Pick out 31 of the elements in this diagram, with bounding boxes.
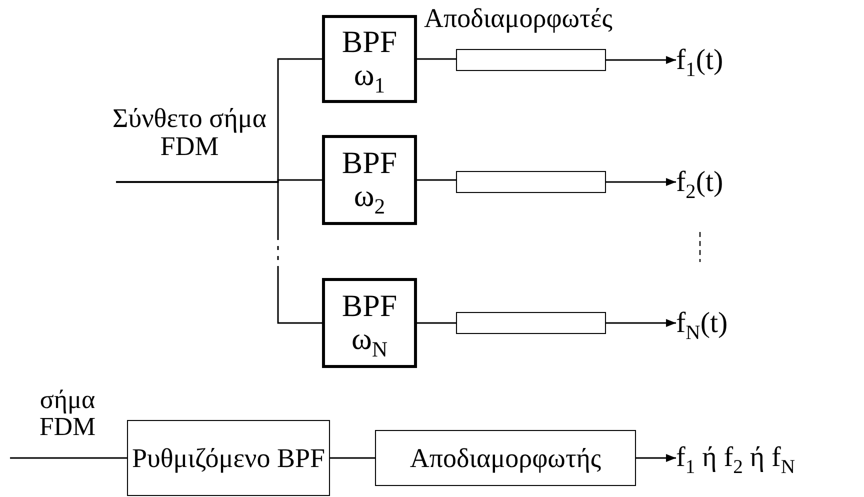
filter-label: ω$_{N}$ (351, 323, 388, 356)
demodulator-block (456, 171, 606, 193)
group-label: Αποδιαμορφωτές (424, 3, 612, 34)
connector-line (330, 457, 375, 459)
filter-label: BPF (342, 290, 398, 323)
connector-line (636, 454, 676, 462)
connector-line (606, 56, 676, 64)
filter-label: ω$_{2}$ (354, 180, 386, 213)
connector-line (606, 319, 676, 327)
input-signal-label: Σύνθετο σήμα FDM (112, 104, 267, 182)
output-signal-label: f$_{1}$(t) (676, 40, 746, 80)
input-signal-label: σήμα FDM (10, 386, 125, 458)
demodulator-block (456, 312, 606, 334)
connector-line (417, 179, 456, 181)
connector-line (417, 58, 456, 60)
filter-label: BPF (342, 147, 398, 180)
filter-label: BPF (342, 26, 398, 59)
output-signal-label: f$_{N}$(t) (676, 303, 756, 343)
demodulator-block (456, 49, 606, 71)
connector-line (606, 178, 676, 186)
connector-line (417, 322, 456, 324)
filter-box (322, 278, 417, 368)
process-box: Ρυθμιζόμενο BPF (127, 420, 330, 496)
filter-box (322, 15, 417, 103)
connector-line (10, 457, 127, 459)
connector-line (116, 181, 322, 324)
filter-label: ω$_{1}$ (354, 59, 386, 92)
filter-box (322, 135, 417, 225)
process-box: Αποδιαμορφωτής (375, 430, 636, 486)
output-signal-label: f$_{2}$(t) (676, 162, 746, 202)
output-signal-label: f$_{1}$ ή f$_{2}$ ή f$_{N}$ (676, 436, 862, 480)
